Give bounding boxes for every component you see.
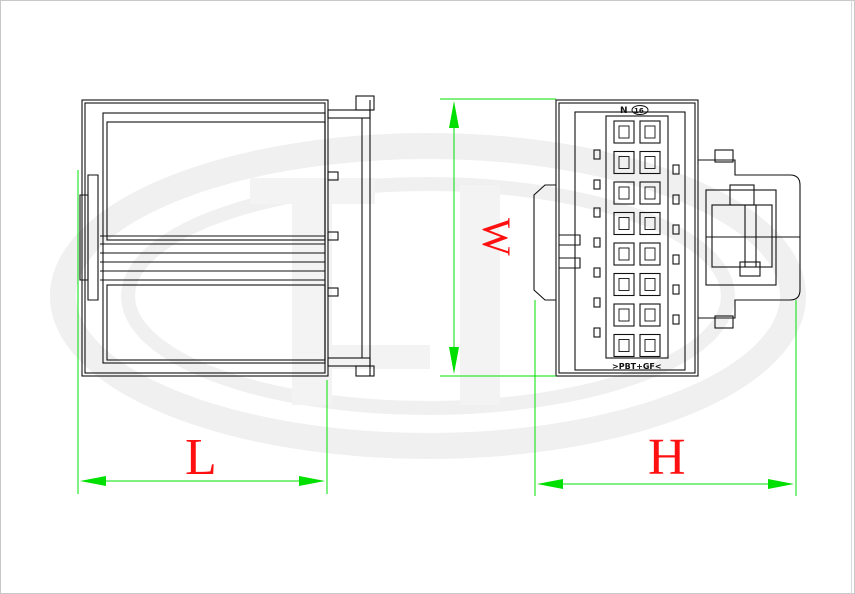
cavity-terminal-6-2 — [644, 278, 656, 291]
cavity-terminal-3-2 — [644, 186, 656, 200]
cavity-5-1 — [613, 242, 635, 266]
cavity-terminal-8-2 — [644, 339, 656, 352]
cavity-1-2 — [639, 120, 661, 144]
cavity-7-1 — [613, 303, 635, 327]
front-view — [533, 99, 801, 377]
cavity-terminal-2-2 — [644, 156, 656, 169]
cavity-1-1 — [613, 120, 635, 144]
cavity-terminal-4-1 — [618, 217, 630, 230]
cavity-6-1 — [613, 272, 635, 297]
cavity-terminal-7-1 — [618, 308, 630, 322]
side-view — [79, 95, 375, 377]
cavity-grid — [613, 120, 661, 358]
cavity-8-1 — [613, 333, 635, 358]
cavity-terminal-2-1 — [618, 156, 630, 169]
arrow-l-right — [299, 476, 325, 486]
cavity-5-2 — [639, 242, 661, 266]
dimension-lines — [77, 98, 797, 496]
cavity-4-2 — [639, 211, 661, 236]
material-marking: >PBT+GF< — [612, 362, 662, 371]
cavity-terminal-1-2 — [644, 125, 656, 139]
cavity-terminal-3-1 — [618, 186, 630, 200]
cavity-terminal-1-1 — [618, 125, 630, 139]
width-label: W — [474, 218, 519, 256]
arrow-w-bottom — [449, 347, 459, 374]
cavity-terminal-4-2 — [644, 217, 656, 230]
arrow-h-left — [537, 479, 563, 489]
cavity-2-2 — [639, 150, 661, 175]
cavity-terminal-7-2 — [644, 308, 656, 322]
arrow-l-left — [80, 476, 106, 486]
cavity-3-2 — [639, 181, 661, 205]
cavity-number-outline — [631, 105, 649, 115]
cavity-2-1 — [613, 150, 635, 175]
side-slots — [593, 149, 680, 338]
cavity-6-2 — [639, 272, 661, 297]
cavity-terminal-8-1 — [618, 339, 630, 352]
cavity-3-1 — [613, 181, 635, 205]
cavity-8-2 — [639, 333, 661, 358]
arrow-h-right — [768, 479, 794, 489]
cavity-4-1 — [613, 211, 635, 236]
cavity-marker: N — [620, 106, 628, 116]
cavity-terminal-5-1 — [618, 247, 630, 261]
cavity-terminal-6-1 — [618, 278, 630, 291]
cavity-number: 16 — [634, 107, 644, 115]
arrow-w-top — [449, 101, 459, 128]
length-label: L — [185, 429, 217, 486]
cavity-7-2 — [639, 303, 661, 327]
height-label: H — [648, 429, 686, 486]
cavity-terminal-5-2 — [644, 247, 656, 261]
